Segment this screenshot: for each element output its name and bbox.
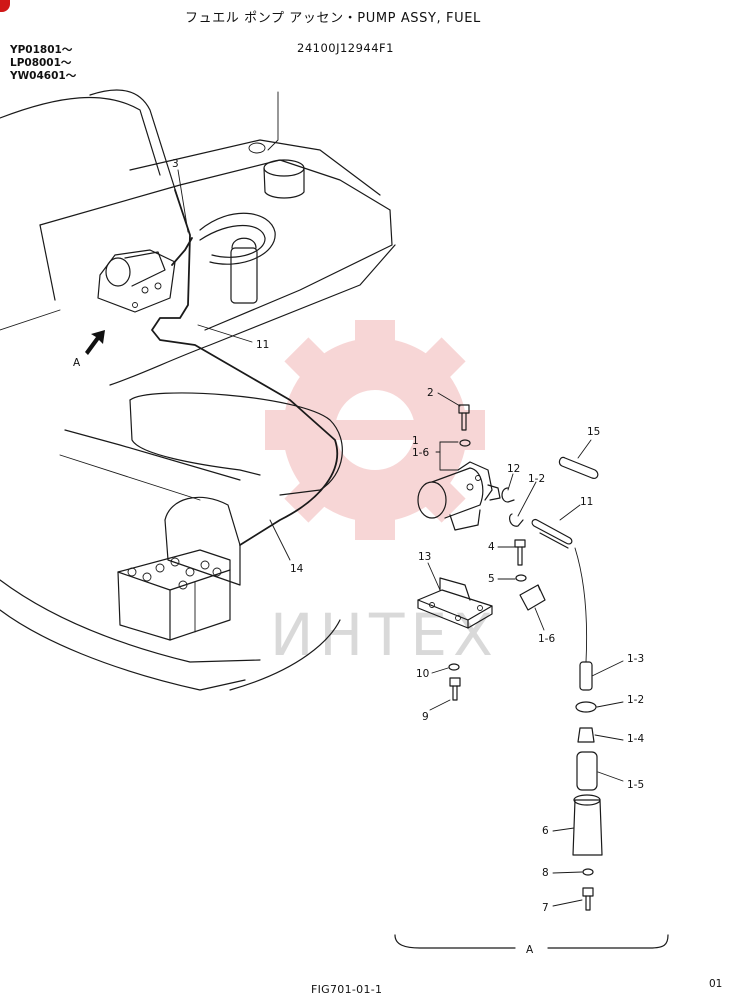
- callout-1: 1: [412, 435, 419, 447]
- callout-1-2-b: 1-2: [627, 694, 644, 706]
- callout-2: 2: [427, 387, 434, 399]
- view-a-label: A: [526, 944, 534, 956]
- serial-range-2: LP08001～: [10, 57, 72, 69]
- callout-4: 4: [488, 541, 495, 553]
- callout-12: 12: [507, 463, 520, 475]
- serial-range-3: YW04601～: [10, 70, 77, 82]
- machine-body: [0, 89, 396, 691]
- page-number: 01: [709, 978, 723, 990]
- callout-1-6: 1-6: [412, 447, 429, 459]
- callout-7: 7: [542, 902, 549, 914]
- page-title: フュエル ポンプ アッセン・PUMP ASSY, FUEL: [185, 11, 481, 26]
- callout-11-hose: 11: [580, 496, 593, 508]
- callout-15: 15: [587, 426, 600, 438]
- corner-tab-mark: [0, 0, 10, 12]
- watermark-text: ИНТЕХ: [270, 601, 499, 669]
- callout-1-3: 1-3: [627, 653, 644, 665]
- pump-exploded: [394, 404, 669, 949]
- callout-5: 5: [488, 573, 495, 585]
- view-arrow-label: A: [73, 357, 81, 369]
- part-number: 24100J12944F1: [297, 41, 394, 55]
- callout-13: 13: [418, 551, 431, 563]
- callout-3: 3: [172, 158, 179, 170]
- callout-9: 9: [422, 711, 429, 723]
- callout-1-2: 1-2: [528, 473, 545, 485]
- serial-range-list: YP01801～ LP08001～ YW04601～: [10, 44, 76, 83]
- serial-range-1: YP01801～: [10, 44, 73, 56]
- callout-6: 6: [542, 825, 549, 837]
- callout-10: 10: [416, 668, 429, 680]
- callout-14: 14: [290, 563, 304, 575]
- figure-caption: FIG701-01-1: [311, 983, 383, 996]
- callout-8: 8: [542, 867, 549, 879]
- callout-1-5: 1-5: [627, 779, 644, 791]
- leader-lines-machine: [177, 169, 291, 561]
- leader-lines-exploded: [427, 392, 624, 907]
- view-arrow: A: [73, 330, 105, 369]
- callout-1-6-relay: 1-6: [538, 633, 555, 645]
- callout-1-4: 1-4: [627, 733, 644, 745]
- watermark: [265, 320, 485, 540]
- callout-11: 11: [256, 339, 269, 351]
